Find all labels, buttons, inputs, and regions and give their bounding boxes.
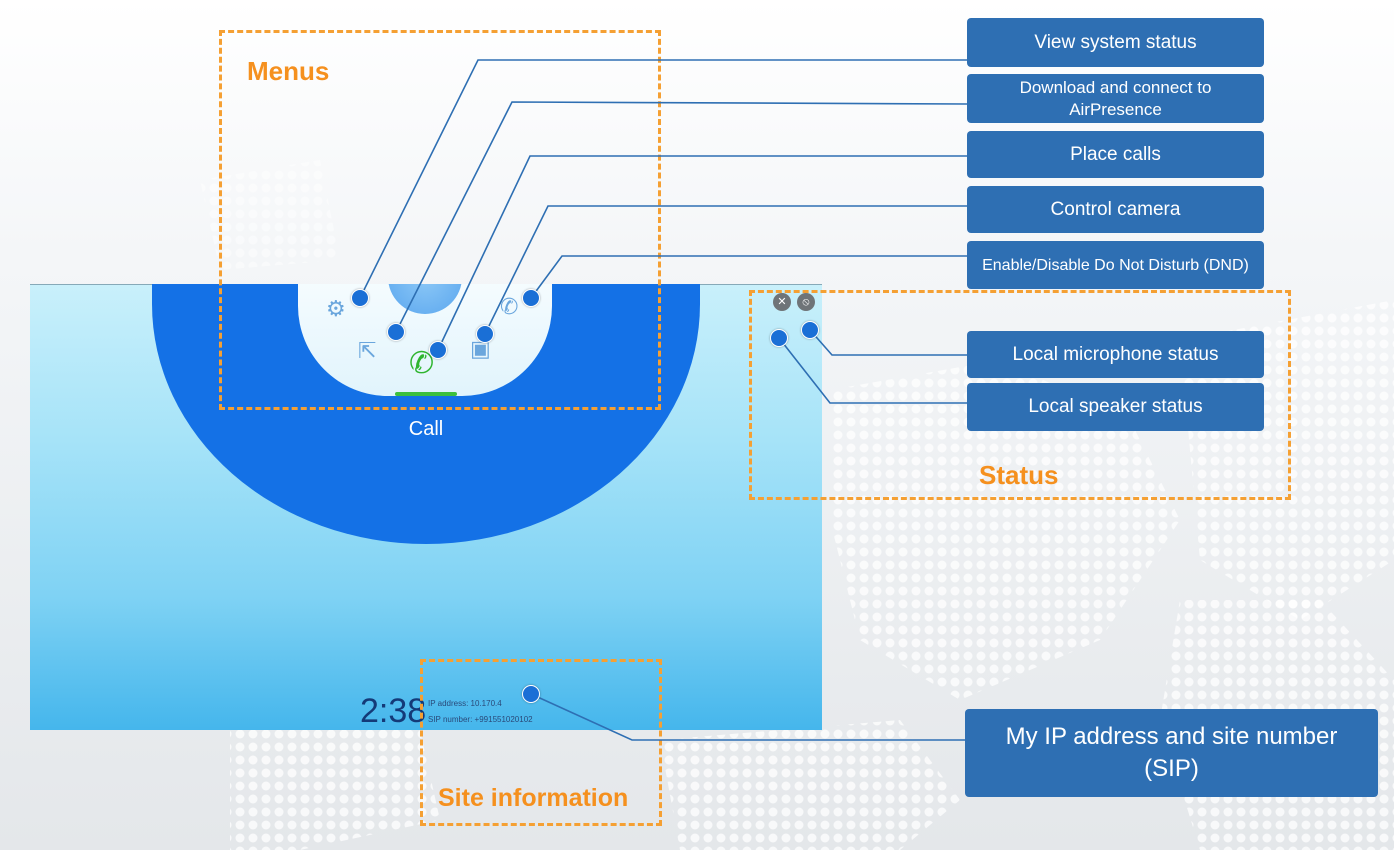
callout-mic-status: Local microphone status bbox=[967, 331, 1264, 378]
callout-view-system-status: View system status bbox=[967, 18, 1264, 67]
ip-sip-marker bbox=[522, 685, 540, 703]
gear-icon[interactable]: ⚙ bbox=[326, 296, 346, 321]
callout-dnd: Enable/Disable Do Not Disturb (DND) bbox=[967, 241, 1264, 289]
system-status-marker bbox=[351, 289, 369, 307]
call-indicator-bar bbox=[395, 392, 457, 396]
control-camera-marker bbox=[476, 325, 494, 343]
site-info-highlight bbox=[420, 659, 662, 826]
speaker-status-marker bbox=[770, 329, 788, 347]
clock: 2:38 bbox=[360, 692, 427, 730]
callout-control-camera: Control camera bbox=[967, 186, 1264, 233]
call-label[interactable]: Call bbox=[408, 418, 444, 440]
callout-ip-sip: My IP address and site number (SIP) bbox=[965, 709, 1378, 797]
mic-status-marker bbox=[801, 321, 819, 339]
status-highlight bbox=[749, 290, 1291, 500]
dnd-marker bbox=[522, 289, 540, 307]
place-calls-marker bbox=[429, 341, 447, 359]
airpresence-marker bbox=[387, 323, 405, 341]
site-info-title: Site information bbox=[438, 784, 629, 812]
share-icon[interactable]: ⇱ bbox=[358, 338, 377, 363]
site-info-text: IP address: 10.170.4 SIP number: +991551… bbox=[428, 696, 533, 728]
callout-airpresence: Download and connect to AirPresence bbox=[967, 74, 1264, 123]
callout-place-calls: Place calls bbox=[967, 131, 1264, 178]
menus-title: Menus bbox=[247, 56, 330, 86]
ip-address-line: IP address: 10.170.4 bbox=[428, 699, 502, 708]
sip-number-line: SIP number: +991551020102 bbox=[428, 715, 533, 724]
callout-speaker-status: Local speaker status bbox=[967, 383, 1264, 431]
status-title: Status bbox=[979, 460, 1059, 490]
